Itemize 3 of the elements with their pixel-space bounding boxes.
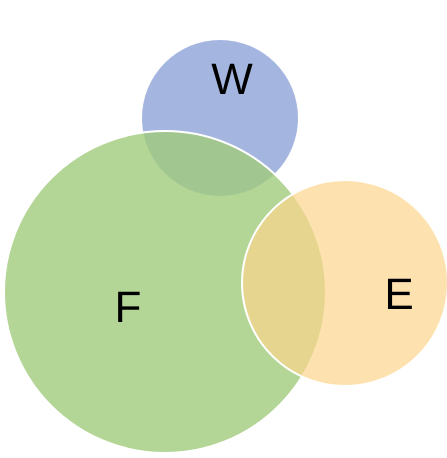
circle-label: E: [384, 273, 414, 317]
circle-label: W: [211, 58, 253, 102]
circle-label: F: [114, 286, 142, 330]
